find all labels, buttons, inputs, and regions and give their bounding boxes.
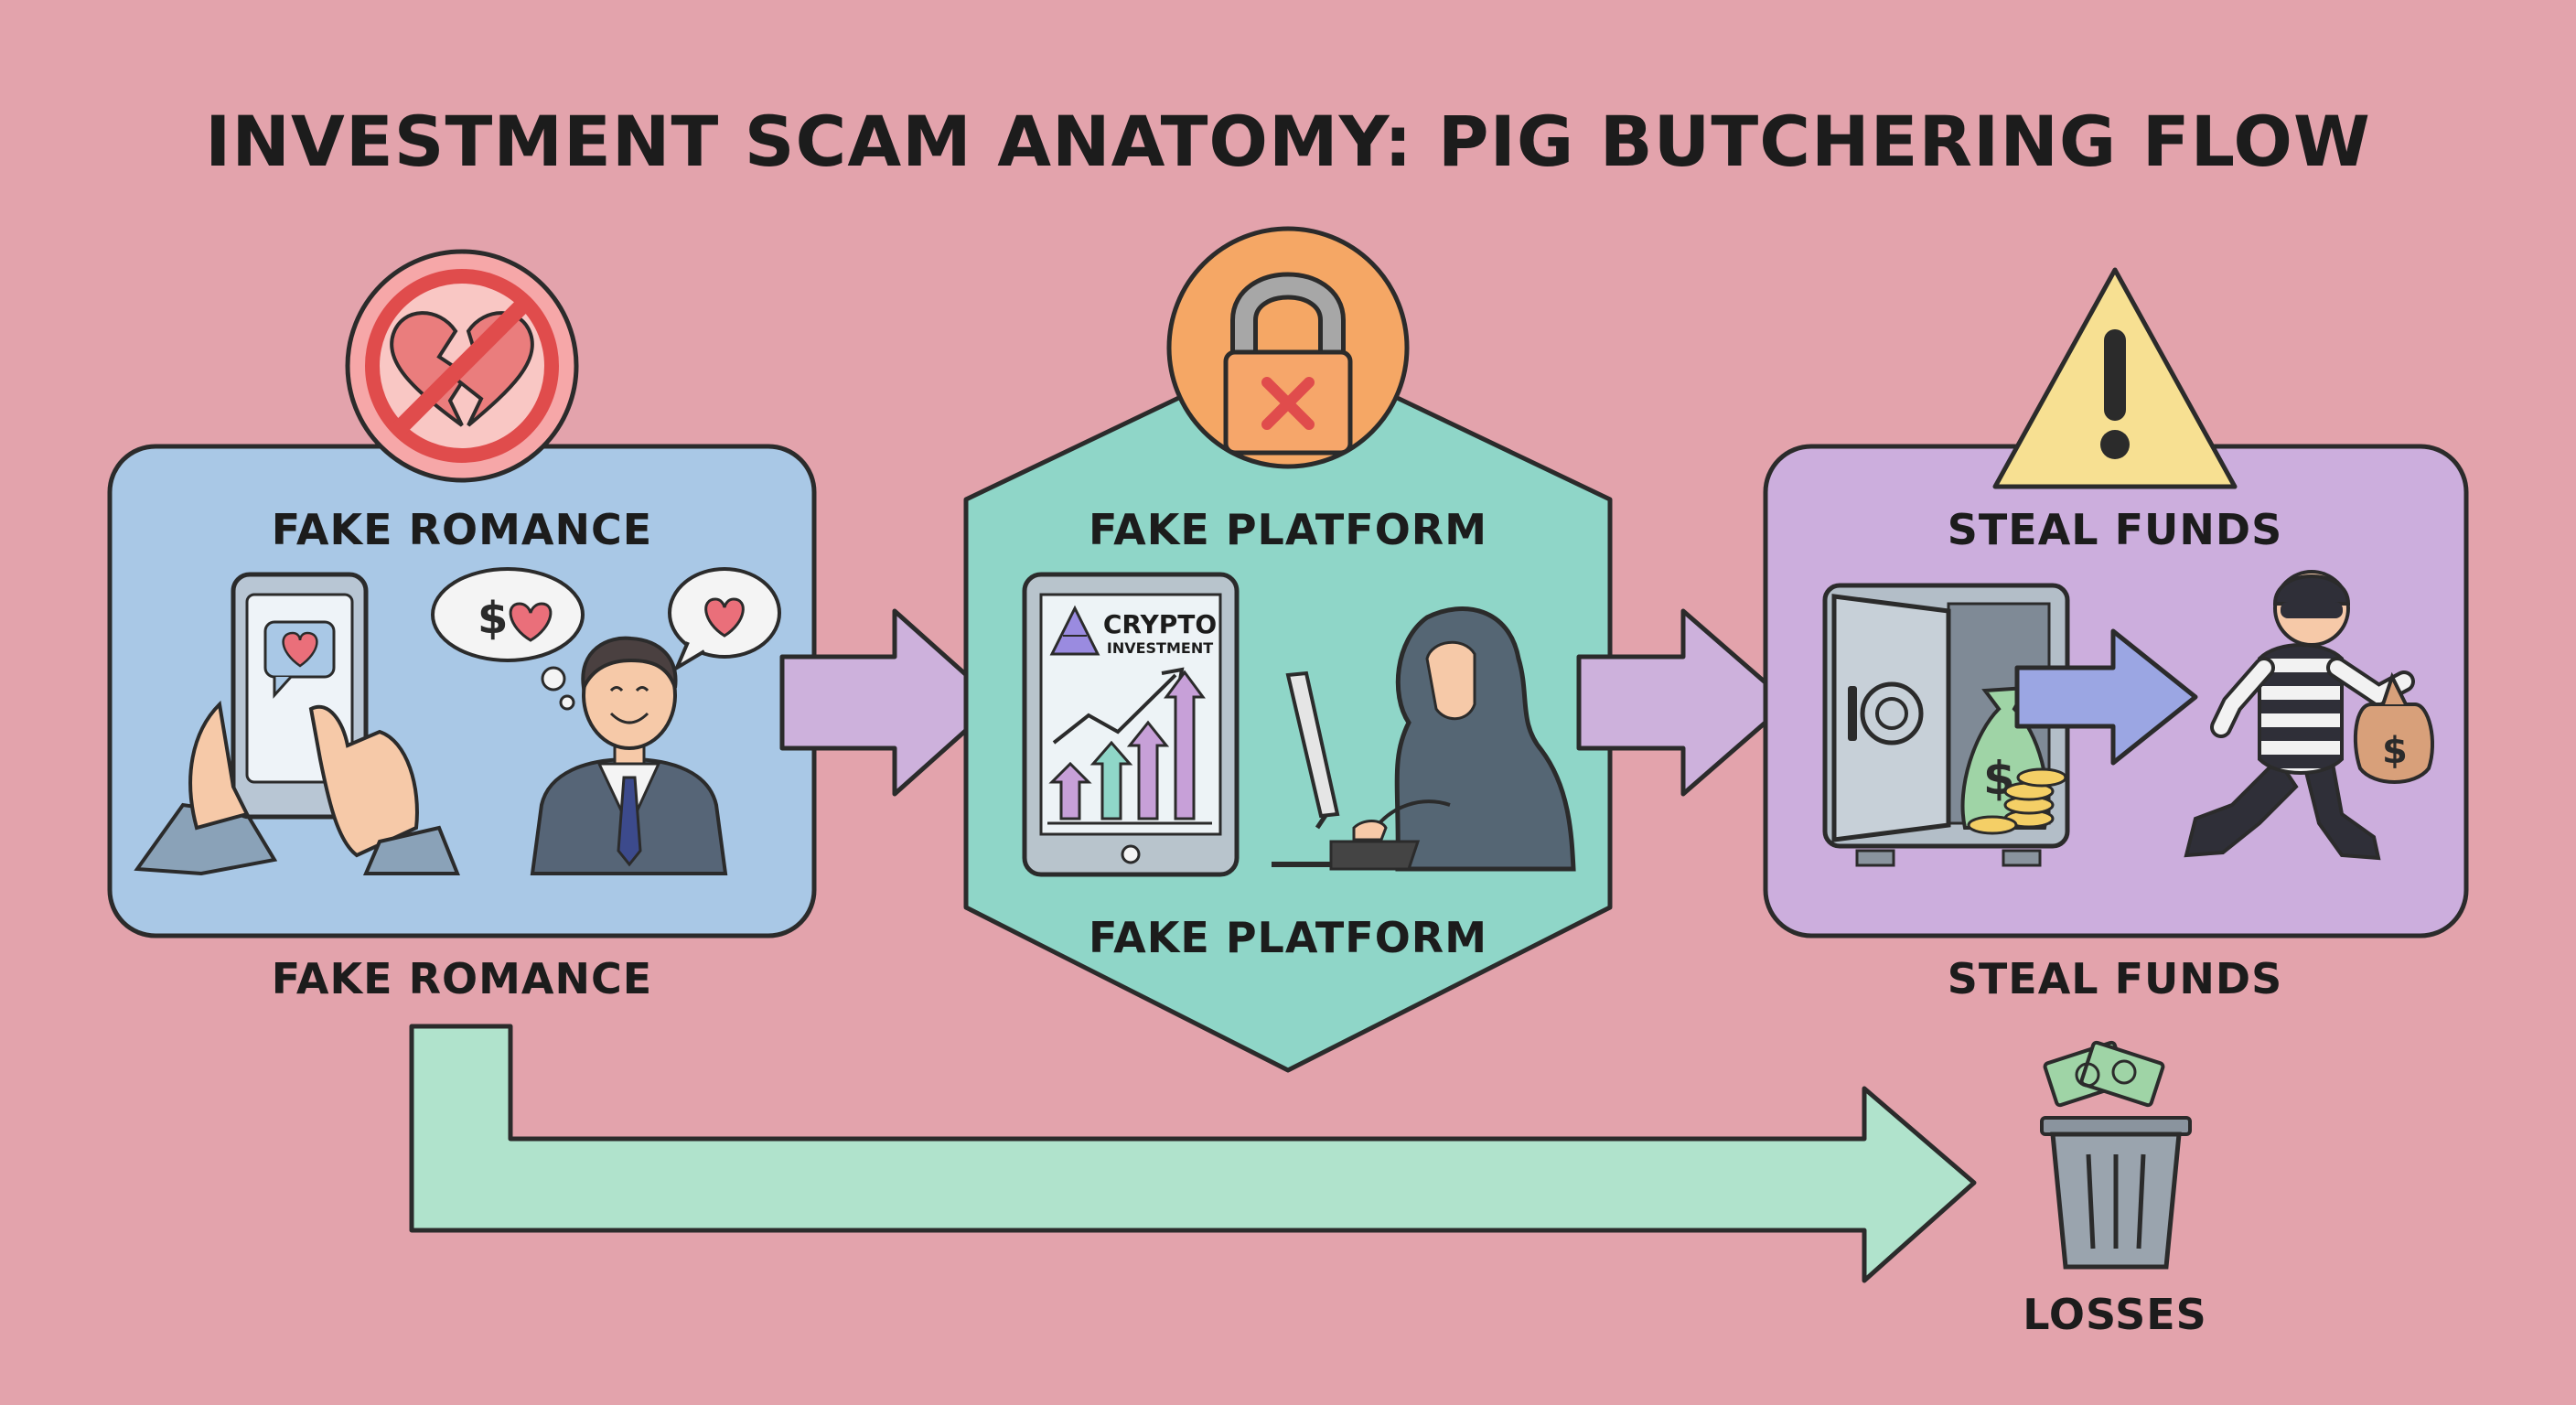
fake-platform-box [963,343,1613,1073]
crypto-tablet-icon [1022,572,1240,877]
trash-can-money-icon [2040,1040,2192,1270]
heart-speech-bubble-icon [668,567,781,672]
losses-label: LOSSES [2023,1290,2207,1339]
broken-heart-prohibited-icon [345,249,579,483]
bypass-arrow [409,1024,1977,1283]
fake-romance-caption: FAKE ROMANCE [271,954,653,1003]
phone-chat-icon [134,572,460,876]
crypto-screen-subtitle: INVESTMENT [1107,639,1213,657]
inner-transfer-arrow [2014,628,2198,766]
hooded-hacker-icon [1272,606,1576,872]
padlock-x-icon [1166,226,1410,469]
steal-funds-header: STEAL FUNDS [1947,505,2283,554]
steal-funds-caption: STEAL FUNDS [1947,954,2283,1003]
fake-romance-header: FAKE ROMANCE [271,505,653,554]
crypto-screen-title: CRYPTO [1103,609,1217,639]
fake-platform-caption: FAKE PLATFORM [1089,913,1487,962]
svg-text:$: $ [478,593,508,644]
businessman-icon [530,636,728,875]
fake-platform-header: FAKE PLATFORM [1089,505,1487,554]
flow-arrow-1 [779,608,1000,797]
flow-arrow-2 [1576,608,1791,797]
svg-text:$: $ [2382,730,2408,772]
thought-bubble-icon: $ [431,567,585,711]
warning-triangle-icon [1992,267,2238,489]
thief-icon: $ [2184,570,2435,861]
diagram-title: INVESTMENT SCAM ANATOMY: PIG BUTCHERING … [205,101,2371,182]
